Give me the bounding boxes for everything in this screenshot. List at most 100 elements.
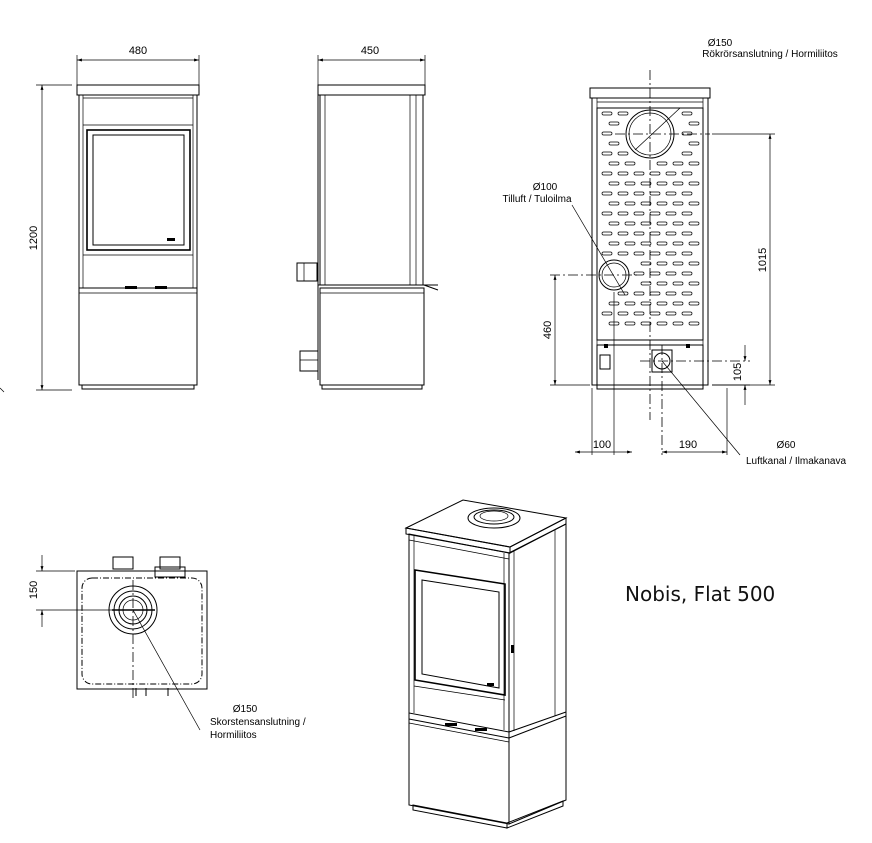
vent-slot: [608, 141, 620, 146]
vent-slot: [633, 251, 645, 256]
vent-slot: [601, 171, 613, 176]
vent-slot: [672, 221, 684, 226]
vent-slot: [601, 111, 613, 116]
vent-slot: [608, 161, 620, 166]
vent-slot: [608, 221, 620, 226]
vent-slot: [681, 171, 693, 176]
vent-slot: [617, 251, 629, 256]
vent-slot: [656, 161, 668, 166]
top-offset-dimension: 150: [28, 581, 40, 599]
vent-slot: [601, 311, 613, 316]
vent-slot: [656, 281, 668, 286]
vent-slot: [681, 191, 693, 196]
vent-slot: [656, 321, 668, 326]
vent-slot: [681, 111, 693, 116]
vent-slot: [601, 131, 613, 136]
vent-slot: [688, 201, 700, 206]
vent-slot: [665, 251, 677, 256]
vent-slot: [608, 241, 620, 246]
vent-slot: [681, 311, 693, 316]
vent-slot: [601, 231, 613, 236]
vent-slot: [649, 191, 661, 196]
vent-slot: [688, 181, 700, 186]
vent-slot: [681, 211, 693, 216]
vent-slot: [681, 271, 693, 276]
vent-slot: [624, 161, 636, 166]
vent-slot: [672, 201, 684, 206]
vent-slot: [640, 201, 652, 206]
vent-slot: [665, 291, 677, 296]
air-inlet-diameter: Ø100: [533, 182, 558, 193]
vent-slot: [672, 301, 684, 306]
vent-slot: [624, 181, 636, 186]
vent-slot: [688, 161, 700, 166]
width-dimension: 480: [129, 45, 147, 57]
perspective-view: [404, 499, 568, 829]
vent-slot: [672, 281, 684, 286]
vent-slot: [617, 211, 629, 216]
vent-slot: [640, 301, 652, 306]
vent-slot: [656, 221, 668, 226]
vent-slot: [608, 201, 620, 206]
air-inlet-label: Tilluft / Tuloilma: [502, 194, 572, 205]
vent-slot: [672, 241, 684, 246]
flue-top-diameter: Ø150: [233, 704, 258, 715]
vent-slot: [665, 311, 677, 316]
vent-slot: [649, 211, 661, 216]
vent-slot: [681, 131, 693, 136]
vent-slot: [656, 261, 668, 266]
vent-slot: [656, 301, 668, 306]
vent-slot: [665, 171, 677, 176]
vent-slot: [649, 291, 661, 296]
vent-slot: [688, 221, 700, 226]
flue-top-label-1: Skorstensanslutning /: [210, 717, 306, 728]
vent-slot: [688, 261, 700, 266]
air-duct-diameter: Ø60: [777, 440, 796, 451]
vent-slot: [672, 321, 684, 326]
inlet-height-dimension: 460: [542, 321, 554, 339]
vent-slot: [640, 261, 652, 266]
vent-slot: [665, 191, 677, 196]
vent-slot: [633, 191, 645, 196]
offset-right-dimension: 190: [679, 439, 697, 451]
vent-slot: [681, 151, 693, 156]
side-view: 450: [296, 45, 439, 390]
vent-slot: [688, 121, 700, 126]
vent-slot: [624, 221, 636, 226]
offset-left-dimension: 100: [593, 439, 611, 451]
vent-slot: [688, 141, 700, 146]
vent-slot: [665, 211, 677, 216]
vent-slot: [640, 221, 652, 226]
vent-slot: [624, 321, 636, 326]
vent-slot: [672, 261, 684, 266]
vent-slot: [633, 171, 645, 176]
vent-slot: [633, 311, 645, 316]
vent-slot: [640, 321, 652, 326]
vent-slot: [617, 231, 629, 236]
vent-slot: [608, 121, 620, 126]
vent-slot: [601, 151, 613, 156]
height-dimension: 1200: [28, 226, 40, 250]
vent-slot: [649, 271, 661, 276]
vent-slot: [640, 241, 652, 246]
vent-slot: [617, 111, 629, 116]
vent-slot: [681, 251, 693, 256]
vent-slot: [656, 201, 668, 206]
depth-dimension: 450: [361, 45, 379, 57]
vent-slot: [633, 271, 645, 276]
connection-height-dimension: 1015: [757, 248, 769, 272]
vent-slot: [617, 171, 629, 176]
flue-top-label-2: Hormiliitos: [210, 730, 257, 741]
vent-slot: [656, 241, 668, 246]
vent-slot: [624, 201, 636, 206]
vent-slot: [672, 181, 684, 186]
vent-slot: [649, 231, 661, 236]
vent-slot: [624, 241, 636, 246]
vent-slot: [640, 281, 652, 286]
vent-slot: [649, 171, 661, 176]
vent-slot: [617, 191, 629, 196]
edge-mark: [0, 387, 5, 393]
vent-slot: [601, 191, 613, 196]
vent-slot: [656, 181, 668, 186]
vent-slot: [672, 161, 684, 166]
